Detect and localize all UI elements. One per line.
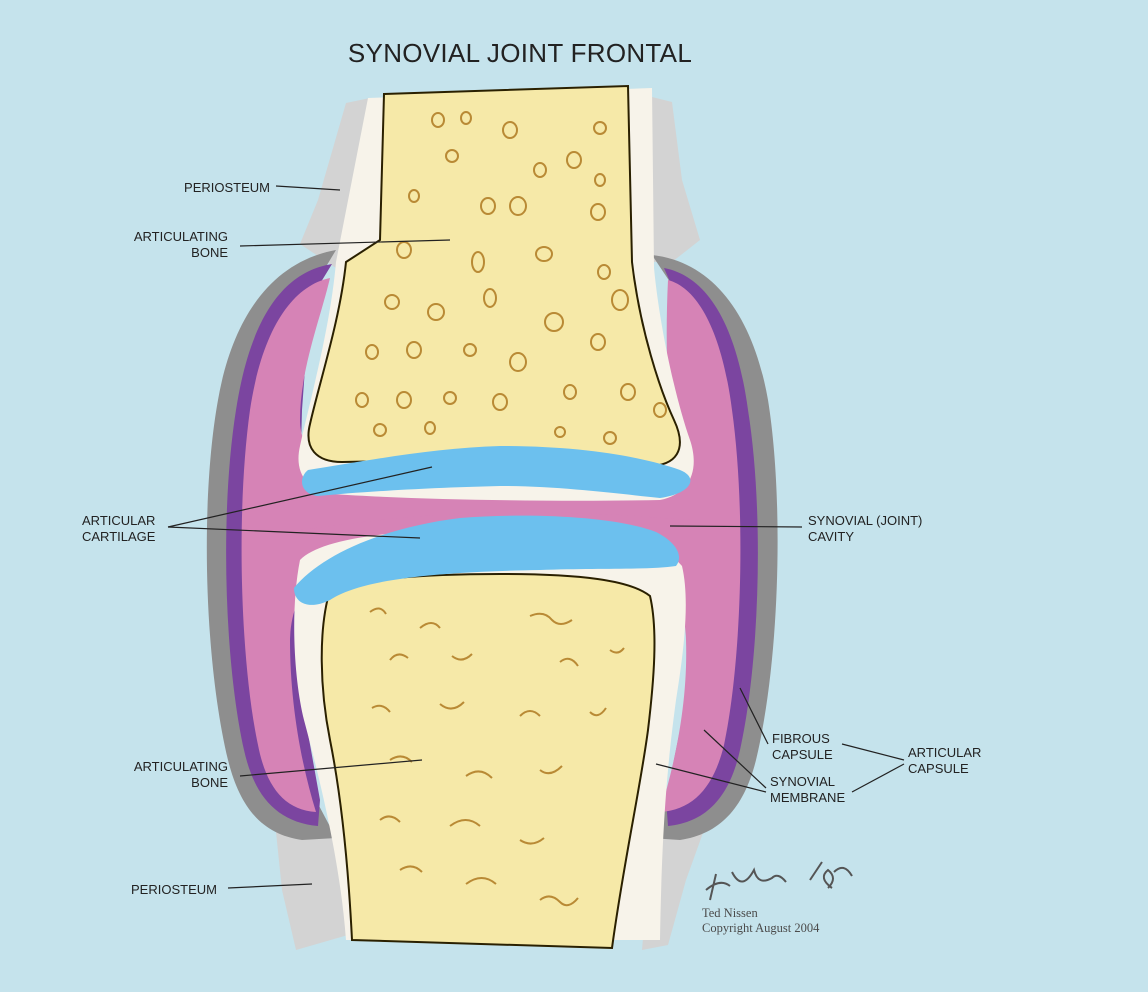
credit-author: Ted Nissen <box>702 906 758 920</box>
lower-articular-cartilage <box>294 515 680 605</box>
label-articulating-bone-top: ARTICULATING BONE <box>133 229 228 260</box>
upper-articular-cartilage <box>302 446 691 498</box>
label-fibrous-capsule: FIBROUS CAPSULE <box>772 731 833 762</box>
label-periosteum-bottom: PERIOSTEUM <box>131 882 217 897</box>
label-articular-cartilage: ARTICULAR CARTILAGE <box>82 513 156 544</box>
upper-bone-texture <box>355 111 667 445</box>
credit-copyright: Copyright August 2004 <box>702 921 820 935</box>
label-synovial-cavity: SYNOVIAL (JOINT) CAVITY <box>808 513 923 544</box>
lower-bone-texture <box>369 607 625 907</box>
periosteum-lower-left <box>276 832 348 950</box>
lower-articulating-bone <box>320 572 656 950</box>
label-articular-capsule: ARTICULAR CAPSULE <box>908 745 982 776</box>
label-periosteum-top: PERIOSTEUM <box>184 180 270 195</box>
diagram-title: SYNOVIAL JOINT FRONTAL <box>347 38 693 68</box>
periosteum-upper-right <box>648 96 700 262</box>
artist-signature <box>705 861 853 901</box>
credit-block: Ted Nissen Copyright August 2004 <box>702 906 819 936</box>
leader-lines <box>167 185 905 889</box>
label-articulating-bone-bottom: ARTICULATING BONE <box>133 759 228 790</box>
label-synovial-membrane: SYNOVIAL MEMBRANE <box>770 774 846 805</box>
